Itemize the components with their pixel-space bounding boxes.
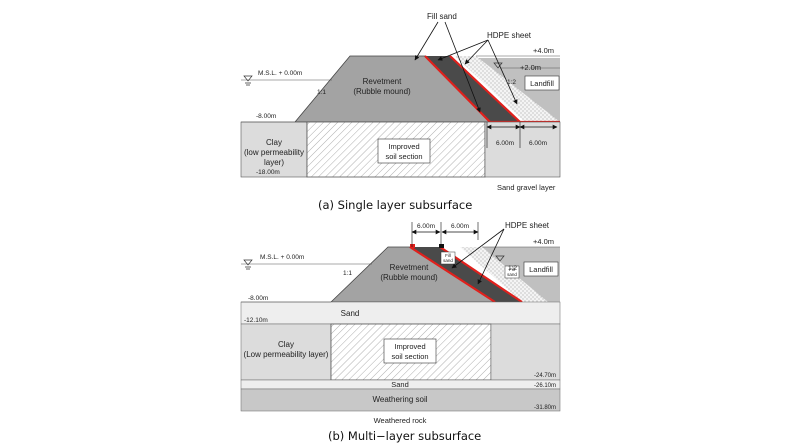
fill-sand-box-b1 xyxy=(440,251,456,265)
clay-label-a3: layer) xyxy=(264,158,284,167)
caption-panel-b: (b) Multi−layer subsurface xyxy=(328,429,482,443)
dotted-backfill-a xyxy=(455,56,560,122)
improved-label-b2: soil section xyxy=(391,352,428,361)
caption-panel-a: (a) Single layer subsurface xyxy=(318,198,473,212)
elev-minus3180-label-b: -31.80m xyxy=(534,405,556,411)
revetment-label-a1: Revetment xyxy=(363,77,402,86)
fill-sand-label-a: Fill sand xyxy=(427,12,457,21)
clay-label-b2: (Low permeability layer) xyxy=(244,350,329,359)
improved-label-b1: Improved xyxy=(394,342,425,351)
slope-left-label-a: 1:1 xyxy=(317,89,326,96)
fill-sand-box-b2 xyxy=(504,265,520,279)
landfill-b xyxy=(482,247,560,302)
landfill-box-b xyxy=(523,261,559,277)
leader-hdpe-b2 xyxy=(477,228,505,285)
landfill-box-a xyxy=(524,75,560,91)
sand-gravel-label-a: Sand gravel layer xyxy=(497,183,556,192)
landfill-label-a: Landfill xyxy=(530,79,554,88)
improved-box-a xyxy=(377,138,431,164)
dim-label-a2: 6.00m xyxy=(529,140,547,147)
water-level-icon-a1 xyxy=(243,75,253,86)
leader-fill-sand-a1 xyxy=(414,21,439,61)
clay-left-b xyxy=(240,323,332,381)
slope-right-label-a: 1:2 xyxy=(507,79,516,86)
fill-sand-label-b4: sand xyxy=(507,272,517,277)
water-level-icon-b1 xyxy=(243,259,253,270)
leader-hdpe-a2 xyxy=(464,39,489,65)
fill-sand-label-b2: sand xyxy=(443,258,453,263)
leader-hdpe-b1 xyxy=(451,228,505,269)
clay-left-a xyxy=(240,121,308,178)
dotted-backfill-b xyxy=(460,247,548,302)
leader-hdpe-a3 xyxy=(487,39,518,105)
panel-b: Fill sand Fill sand 6.00m 6.00m HDPE she… xyxy=(240,221,561,425)
elev-plus4-label-b: +4.0m xyxy=(533,237,554,246)
dim-label-b2: 6.00m xyxy=(451,223,469,230)
hdpe-sheet-label-a: HDPE sheet xyxy=(487,31,532,40)
weathering-soil-label-b: Weathering soil xyxy=(373,395,428,404)
improved-label-a2: soil section xyxy=(385,152,422,161)
elev-plus4-label-a: +4.0m xyxy=(533,46,554,55)
improved-label-a1: Improved xyxy=(388,142,419,151)
clay-label-b1: Clay xyxy=(278,340,294,349)
elev-minus8-label-a: -8.00m xyxy=(256,113,276,120)
leader-hdpe-a1 xyxy=(437,39,489,61)
hdpe-cap-b2 xyxy=(439,244,444,248)
leader-fill-sand-a2 xyxy=(444,21,481,113)
revetment-label-b2: (Rubble mound) xyxy=(380,273,438,282)
dim-label-a1: 6.00m xyxy=(496,140,514,147)
clay-right-a xyxy=(484,121,561,178)
hdpe-cap-b1 xyxy=(410,244,415,248)
fill-sand-label-b3: Fill xyxy=(509,267,515,272)
sand-layer-top-b xyxy=(240,301,561,325)
elev-minus1210-label-b: -12.10m xyxy=(244,317,268,324)
sand-top-label-b: Sand xyxy=(341,309,360,318)
landfill-label-b: Landfill xyxy=(529,265,553,274)
fill-sand-label-b1: Fill xyxy=(445,253,451,258)
clay-label-a1: Clay xyxy=(266,138,282,147)
elev-minus18-label-a: -18.00m xyxy=(256,169,280,176)
dim-label-b1: 6.00m xyxy=(417,223,435,230)
msl-label-b: M.S.L. + 0.00m xyxy=(260,254,304,261)
slope-left-label-b: 1:1 xyxy=(343,270,352,277)
elev-minus2610-label-b: -26.10m xyxy=(534,383,556,389)
revetment-label-b1: Revetment xyxy=(390,263,429,272)
hdpe-line-a2 xyxy=(449,55,521,123)
water-level-icon-b2 xyxy=(495,255,505,262)
revetment-label-a2: (Rubble mound) xyxy=(353,87,411,96)
weathering-soil-layer-b xyxy=(240,388,561,412)
clay-right-b xyxy=(490,323,561,381)
weathered-rock-label-b: Weathered rock xyxy=(374,416,427,425)
hdpe-line-b1 xyxy=(409,246,496,303)
msl-label-a: M.S.L. + 0.00m xyxy=(258,70,302,77)
elev-minus8-label-b: -8.00m xyxy=(248,295,268,302)
fill-sand-band-b xyxy=(410,247,522,302)
sand-bottom-label-b: Sand xyxy=(391,380,409,389)
hdpe-sheet-label-b: HDPE sheet xyxy=(505,221,550,230)
fill-sand-band-a xyxy=(425,56,520,122)
panel-a: Fill sand HDPE sheet +4.0m +2.0m M.S.L. … xyxy=(240,12,561,192)
elev-minus2470-label-b: -24.70m xyxy=(534,373,556,379)
clay-label-a2: (low permeability xyxy=(244,148,304,157)
elev-plus2-label-a: +2.0m xyxy=(520,63,541,72)
slope-right-label-b: 1:2 xyxy=(508,265,517,272)
improved-box-b xyxy=(383,338,437,364)
